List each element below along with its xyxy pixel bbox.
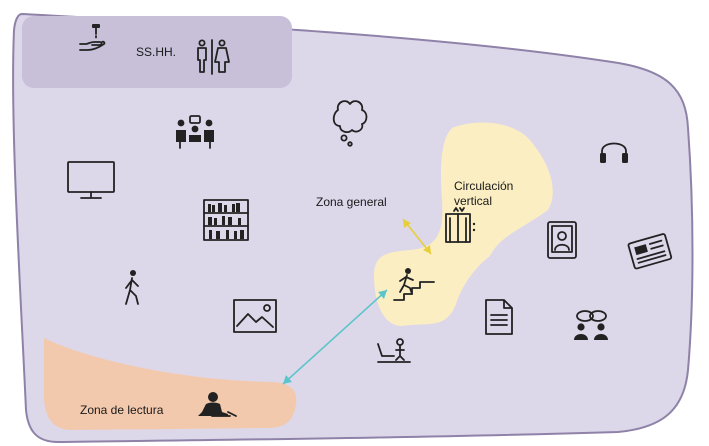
id-card-icon	[547, 221, 577, 259]
circulation-label-line1: Circulación	[454, 179, 513, 193]
bookshelf-icon	[203, 199, 249, 241]
picture-icon	[233, 299, 277, 333]
reading-zone	[44, 338, 297, 430]
vertical-circulation-zone	[374, 122, 553, 327]
reading-zone-label: Zona de lectura	[80, 403, 164, 417]
meeting-group-icon	[176, 115, 214, 149]
headphones-icon	[600, 142, 628, 163]
hand-wash-icon	[79, 24, 106, 51]
chat-people-icon	[574, 310, 608, 340]
monitor-icon	[67, 161, 115, 199]
seated-person-icon	[377, 338, 411, 363]
thought-bubble-icon	[332, 100, 368, 147]
document-icon	[485, 299, 513, 335]
stairs-person-icon	[393, 268, 435, 301]
newspaper-icon	[627, 233, 673, 270]
elevator-icon	[445, 207, 476, 243]
reading-zone-arrow	[282, 289, 388, 385]
circulation-label-line2: vertical	[454, 194, 492, 208]
general-zone-label: Zona general	[316, 195, 387, 209]
reading-person-icon	[198, 392, 237, 417]
restroom-people-icon	[197, 39, 230, 75]
restrooms-label: SS.HH.	[136, 45, 176, 59]
walking-person-icon	[125, 270, 139, 305]
general-zone-arrow	[402, 218, 432, 255]
